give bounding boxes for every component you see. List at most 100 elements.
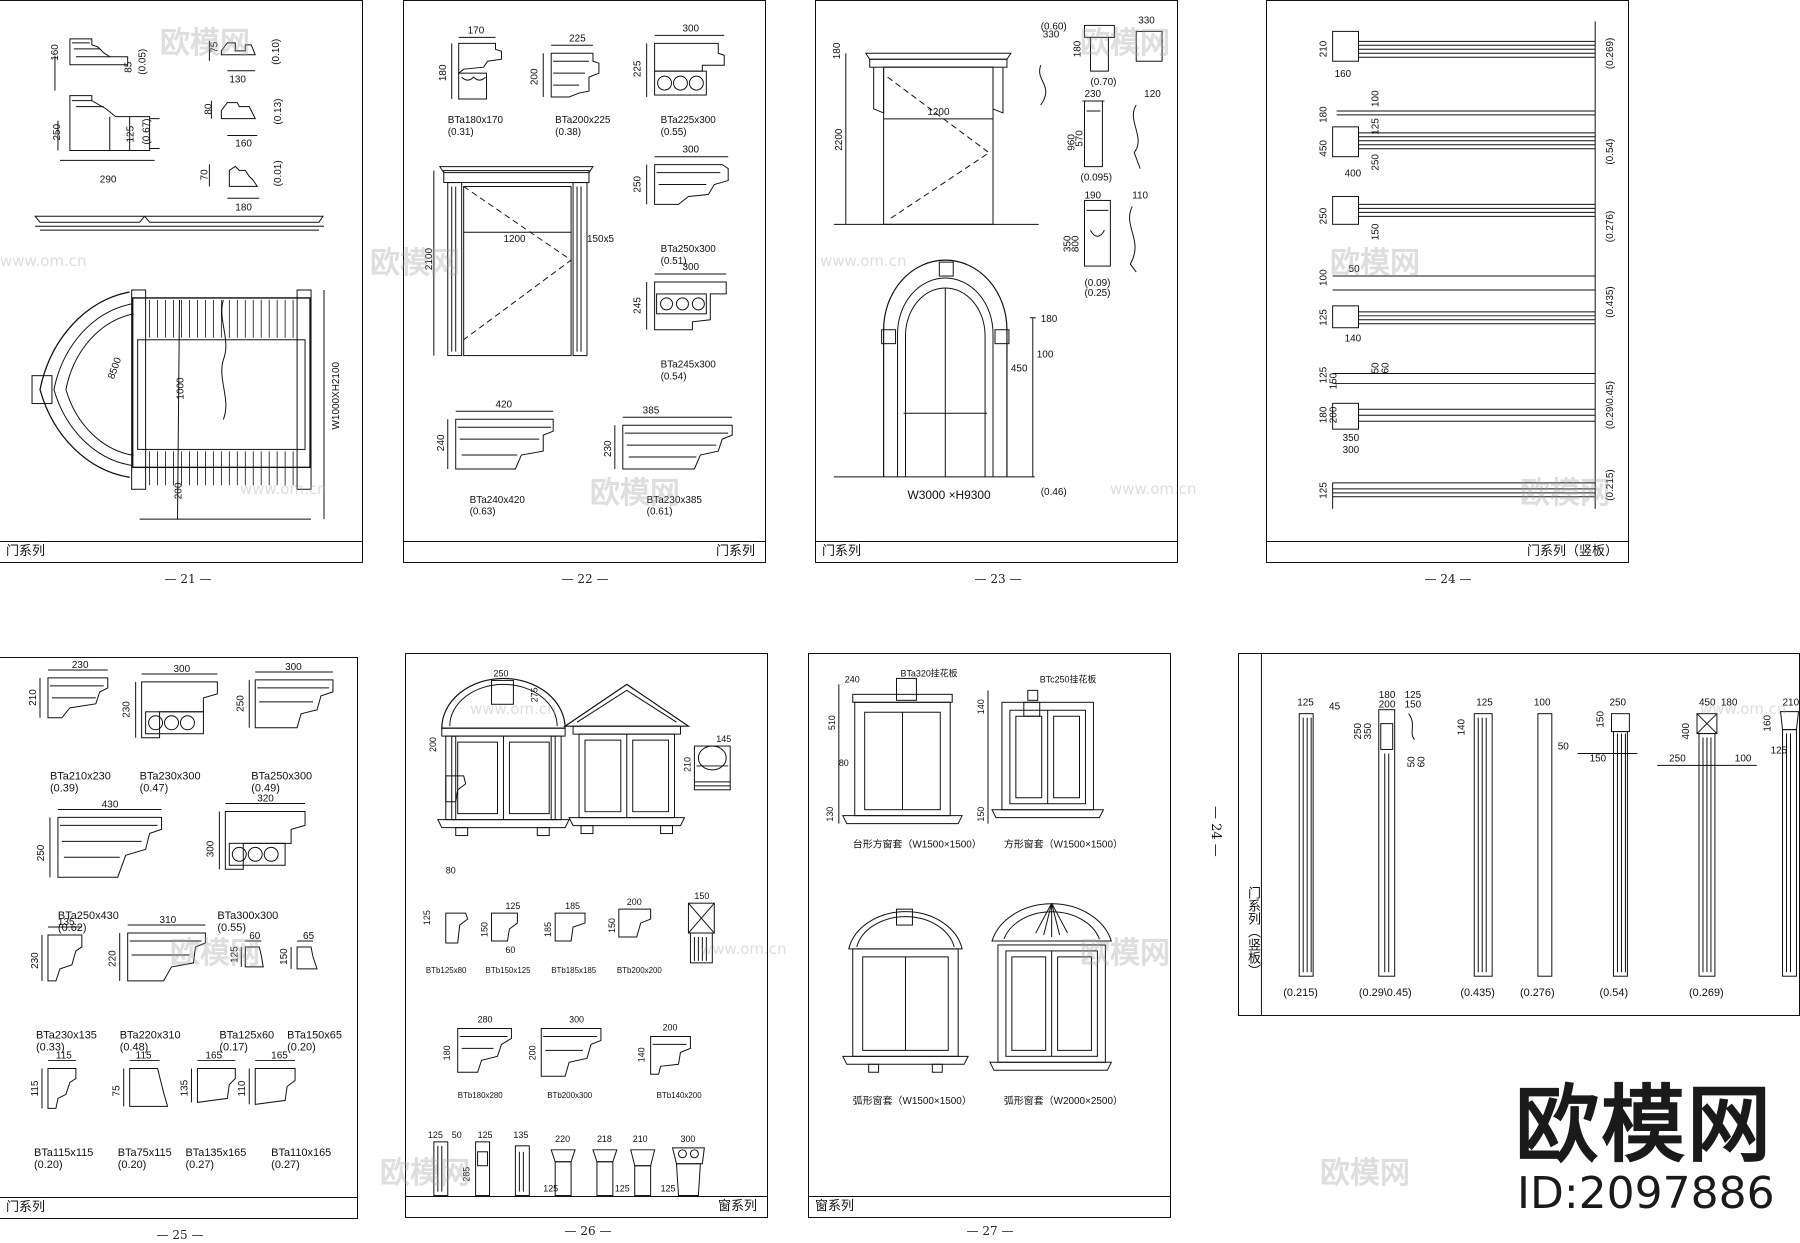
dim-label: 300: [1343, 445, 1360, 456]
dim-label: (0.05): [138, 49, 149, 75]
part-volume: (0.27): [185, 1159, 214, 1171]
dim-label: 300: [205, 840, 216, 857]
part-volume: (0.47): [140, 783, 169, 795]
dim-label: 450: [1011, 364, 1028, 375]
dim-label: 150: [1370, 223, 1381, 240]
dim-label: 125: [229, 946, 240, 963]
dim-label: 125: [1297, 698, 1314, 709]
part-volume: (0.54): [1600, 987, 1629, 999]
part-volume: (0.29\0.45): [1605, 381, 1616, 429]
drawing-sheet-25: 230 210 BTa210x230 (0.39) 300 230 BTa230…: [0, 657, 358, 1219]
dim-label: 100: [1370, 90, 1381, 107]
sheet-footer: 门系列: [816, 541, 1177, 562]
series-label: 窗系列: [815, 1199, 855, 1214]
window-caption: 弧形窗套（W2000×2500）: [1004, 1094, 1123, 1107]
dim-label: 60: [1417, 756, 1428, 768]
dim-label: 60: [249, 931, 261, 942]
watermark-url: www.om.cn: [820, 252, 907, 270]
part-code: BTa150x65: [287, 1030, 342, 1042]
part-volume: (0.55): [217, 922, 246, 934]
dim-label: 180: [1721, 698, 1738, 709]
dim-label: 180: [442, 1045, 452, 1060]
dim-label: 125: [505, 901, 520, 911]
dim-label: 135: [179, 1079, 190, 1096]
dim-label: (0.67): [142, 118, 153, 144]
dim-label: 300: [174, 664, 191, 675]
part-code: BTb180x280: [458, 1091, 504, 1100]
dim-label: 960: [1067, 134, 1078, 151]
part-code: BTa230x135: [36, 1030, 97, 1042]
part-volume: (0.20): [287, 1042, 316, 1054]
dim-label: 150: [1590, 753, 1607, 764]
dim-label: 400: [1681, 722, 1692, 739]
watermark-logo: 欧模网: [1320, 1156, 1410, 1191]
page-number: — 23 —: [974, 572, 1022, 586]
part-code: BTa225x300: [661, 115, 717, 126]
sheet-23-drawings: 180 1200 2200 (0.60) 330 330 180 (0.70) …: [832, 15, 1163, 502]
dim-label: 450: [1699, 698, 1716, 709]
dim-label: 190: [1085, 190, 1102, 201]
dim-label: 100: [1037, 350, 1054, 361]
dim-label: 180: [832, 42, 843, 59]
dim-label: 125: [422, 910, 432, 925]
dim-label: 450: [1319, 140, 1330, 157]
sheet-26-drawings: 250 275 200 145 210 80 125 125 150 60 18…: [422, 668, 731, 1197]
part-volume: (0.276): [1520, 987, 1555, 999]
series-label: 门系列: [822, 544, 862, 559]
part-code: BTa250x430: [58, 910, 119, 922]
dim-label: 200: [527, 1045, 537, 1060]
dim-label: 125: [1405, 690, 1422, 701]
part-volume: (0.60): [1041, 21, 1067, 32]
dim-label: 300: [682, 23, 699, 34]
sheet-footer: 门系列: [0, 1197, 357, 1218]
dim-label: 2100: [424, 247, 435, 270]
dim-label: 250: [1319, 207, 1330, 224]
keystone-label: BTa320挂花板: [900, 667, 957, 678]
dim-label: 110: [237, 1080, 248, 1096]
dim-label: 1200: [503, 234, 526, 245]
dim-label: 75: [209, 41, 220, 53]
sheet-footer: 门系列（竖板）: [1267, 541, 1628, 562]
dim-label: 50: [1558, 741, 1570, 752]
dim-label: 385: [643, 405, 660, 416]
dim-label: 125: [478, 1130, 493, 1140]
part-volume: (0.38): [555, 127, 581, 138]
drawing-sheet-24: 210 160 (0.269) 180 100 450 400 250 125 …: [1266, 0, 1629, 563]
dim-label: 125: [1476, 698, 1493, 709]
watermark-url: www.om.cn: [1110, 480, 1197, 498]
series-label: 门系列（竖板）: [1526, 544, 1618, 559]
dim-label: 150: [1405, 700, 1422, 711]
part-volume: (0.51): [661, 256, 687, 267]
dim-label: 100: [1319, 269, 1330, 286]
dim-label: 210: [633, 1134, 648, 1144]
dim-label: 240: [436, 434, 447, 451]
part-code: BTa240x420: [470, 495, 526, 506]
dim-label: (0.10): [271, 39, 282, 65]
sheet-27-drawings: BTa320挂花板 240 510 80 130 BTc250挂花板 140 1…: [825, 667, 1123, 1107]
drawing-sheet-23: 180 1200 2200 (0.60) 330 330 180 (0.70) …: [815, 0, 1178, 563]
dim-label: 80: [446, 865, 456, 875]
watermark-url: www.om.cn: [240, 480, 327, 498]
dim-label: 200: [663, 1022, 678, 1032]
part-volume: (0.435): [1605, 286, 1616, 317]
dim-label: 65: [303, 931, 315, 942]
watermark-url: www.om.cn: [700, 940, 787, 958]
model-id: ID:2097886: [1517, 1168, 1775, 1219]
part-volume: (0.215): [1283, 987, 1318, 999]
dim-label: 150x5: [587, 234, 615, 245]
part-volume: (0.63): [470, 507, 496, 518]
dim-label: 100: [1735, 753, 1752, 764]
dim-label: W1000XH2100: [331, 362, 342, 430]
part-volume: (0.20): [34, 1159, 63, 1171]
part-volume: (0.269): [1605, 38, 1616, 69]
dim-label: 180: [438, 64, 449, 81]
dim-label: 275: [529, 687, 539, 702]
dim-label: 200: [173, 482, 184, 499]
watermark-url: www.om.cn: [470, 700, 557, 718]
dim-label: 230: [603, 440, 614, 457]
dim-label: 220: [555, 1134, 570, 1144]
dim-label: 50: [1370, 362, 1381, 374]
part-code: BTa75x115: [118, 1147, 172, 1159]
dim-label: 160: [1335, 69, 1352, 80]
dim-label: 800: [1071, 235, 1082, 252]
